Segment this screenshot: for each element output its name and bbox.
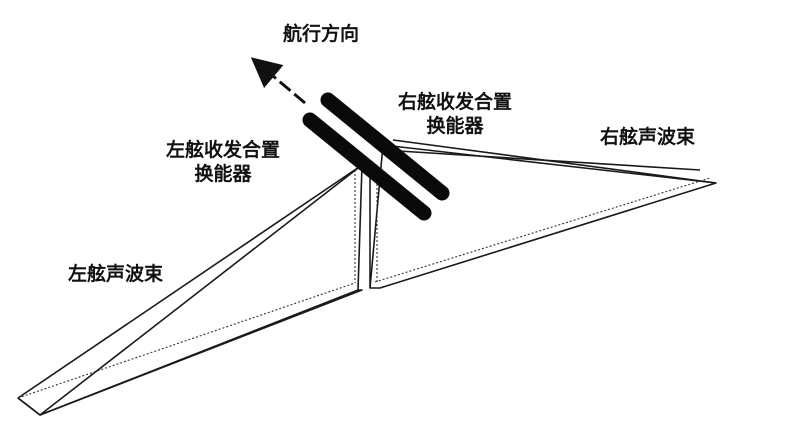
right-transducer-label: 右舷收发合置 换能器: [380, 90, 530, 138]
left-transducer-bar: [302, 112, 432, 221]
right-transducer-label-line1: 右舷收发合置: [397, 91, 512, 113]
left-beam: [17, 164, 363, 416]
right-beam-dashed: [374, 177, 711, 283]
right-transducer-bar: [320, 92, 450, 201]
left-beam-fan: [17, 164, 363, 416]
right-beam-upper-edge: [382, 149, 701, 171]
right-transducer-label-line2: 换能器: [426, 115, 484, 137]
left-transducer-label-line2: 换能器: [194, 163, 252, 185]
left-beam-far-edge: [17, 289, 363, 416]
direction-arrow: [250, 57, 306, 105]
right-beam-label: 右舷声波束: [600, 126, 696, 148]
right-beam-fan: [369, 144, 717, 289]
left-transducer-label-line1: 左舷收发合置: [165, 139, 280, 161]
left-beam-edge: [39, 164, 363, 416]
left-transducer-label: 左舷收发合置 换能器: [148, 138, 298, 186]
left-beam-dashed: [17, 282, 356, 399]
direction-label: 航行方向: [283, 23, 360, 45]
right-beam: [369, 139, 717, 289]
left-beam-label: 左舷声波束: [68, 263, 164, 285]
